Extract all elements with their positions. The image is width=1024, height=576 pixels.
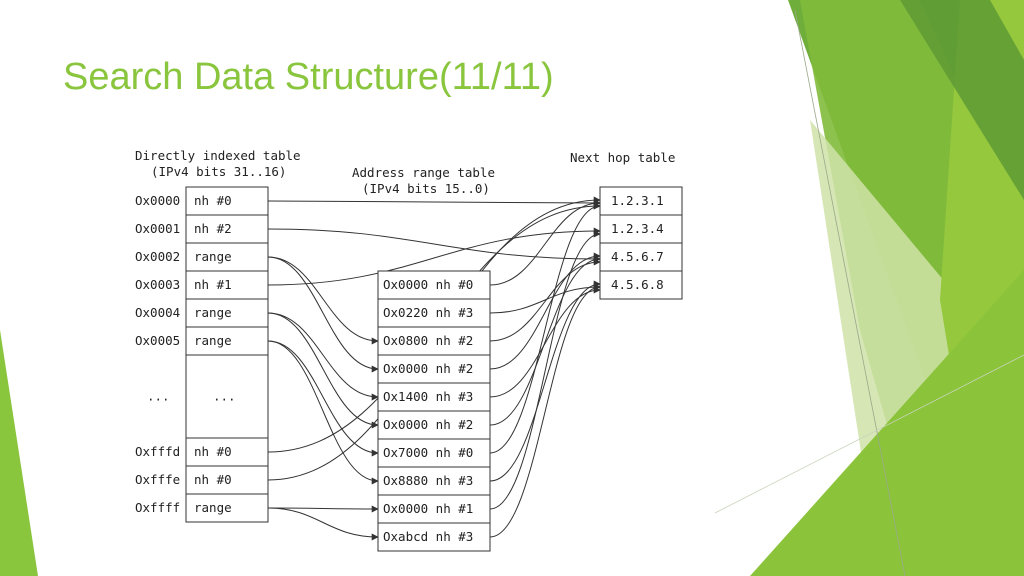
next-hop-cell [599,186,683,216]
connector-arrow [489,283,601,314]
facet-shape [750,270,1024,576]
connector-lines [267,196,601,541]
connector-arrow [267,505,379,513]
direct-table-index: Ox0002 [135,249,180,264]
direct-table-value: range [194,500,232,515]
connector-arrow [267,228,601,263]
connector-arrow [489,280,601,482]
connector-arrow [489,255,601,426]
next-hop-address: 1.2.3.4 [611,221,664,236]
direct-table-cell [185,242,269,272]
connector-arrow [267,199,601,207]
direct-table-value: nh #1 [194,277,232,292]
connector-arrow [267,312,379,429]
connector-arrow [489,230,601,510]
next-hop-cell [599,270,683,300]
facet-line [794,9,906,576]
direct-table-index: Ox0004 [135,305,180,320]
direct-table-index: Oxfffe [135,472,180,487]
direct-table-value: range [194,305,232,320]
direct-table-index: Ox0001 [135,221,180,236]
range-table-entry: Ox0000 nh #0 [383,277,473,292]
next-hop-address: 4.5.6.7 [611,249,664,264]
direct-table-cell [185,465,269,495]
range-table-header-line2: (IPv4 bits 15..0) [362,181,490,196]
next-hop-address: 4.5.6.8 [611,277,664,292]
range-table-entry: Oxabcd nh #3 [383,529,473,544]
range-table-entry: Ox0000 nh #2 [383,417,473,432]
connector-arrow [267,256,379,373]
direct-table-cell [185,214,269,244]
page-title: Search Data Structure(11/11) [63,56,554,98]
direct-table-header-line1: Directly indexed table [135,148,301,163]
direct-table-cell [185,437,269,467]
direct-table-index: ... [147,389,170,404]
direct-table-value: nh #2 [194,221,232,236]
range-table: Ox0000 nh #0 Ox0220 nh #3 Ox0800 nh #2 Ox00… [377,270,491,552]
connector-arrow [489,252,601,370]
range-table-entry: Ox0220 nh #3 [383,305,473,320]
connector-arrow [267,227,601,286]
connector-arrow [489,286,601,398]
direct-table-cell [185,354,269,439]
facet-shape [900,0,1024,200]
facet-line [714,354,1024,514]
connector-arrow [267,256,379,345]
range-table-cell [377,522,491,552]
direct-table-value: nh #0 [194,193,232,208]
direct-table-header-line2: (IPv4 bits 31..16) [151,164,286,179]
direct-table-value: nh #0 [194,444,232,459]
range-table-entry: Ox0800 nh #2 [383,333,473,348]
direct-table-value: range [194,249,232,264]
next-hop-table-header: Next hop table [570,150,675,165]
facet-shape [0,330,38,576]
connector-arrow [489,283,601,538]
direct-table-cell [185,326,269,356]
next-hop-cell [599,214,683,244]
connector-arrow [489,199,601,286]
direct-table-index: Ox0000 [135,193,180,208]
connector-arrow [267,312,379,401]
direct-table-index: Ox0005 [135,333,180,348]
range-table-entry: Ox1400 nh #3 [383,389,473,404]
next-hop-table: 1.2.3.1 1.2.3.4 4.5.6.7 4.5.6.8 [599,186,683,300]
direct-table-index: Ox0003 [135,277,180,292]
direct-table-value: ... [213,389,236,404]
connector-arrow [267,507,379,541]
direct-table-cell [185,270,269,300]
range-table-cell [377,438,491,468]
direct-table-value: nh #0 [194,472,232,487]
connector-arrow [489,202,601,454]
range-table-entry: Ox8880 nh #3 [383,473,473,488]
direct-table-cell [185,298,269,328]
direct-table-index: Oxffff [135,500,180,515]
direct-table-index: Oxfffd [135,444,180,459]
direct-table-value: range [194,333,232,348]
range-table-entry: Ox0000 nh #1 [383,501,473,516]
range-table-header-line1: Address range table [352,165,495,180]
next-hop-address: 1.2.3.1 [611,193,664,208]
direct-table-cell [185,186,269,216]
range-table-entry: Ox7000 nh #0 [383,445,473,460]
range-table-cell [377,326,491,356]
range-table-entry: Ox0000 nh #2 [383,361,473,376]
direct-table-cell [185,493,269,523]
range-table-cell [377,354,491,384]
range-table-cell [377,410,491,440]
connector-arrow [267,340,379,457]
connector-arrow [267,340,379,485]
range-table-cell [377,494,491,524]
